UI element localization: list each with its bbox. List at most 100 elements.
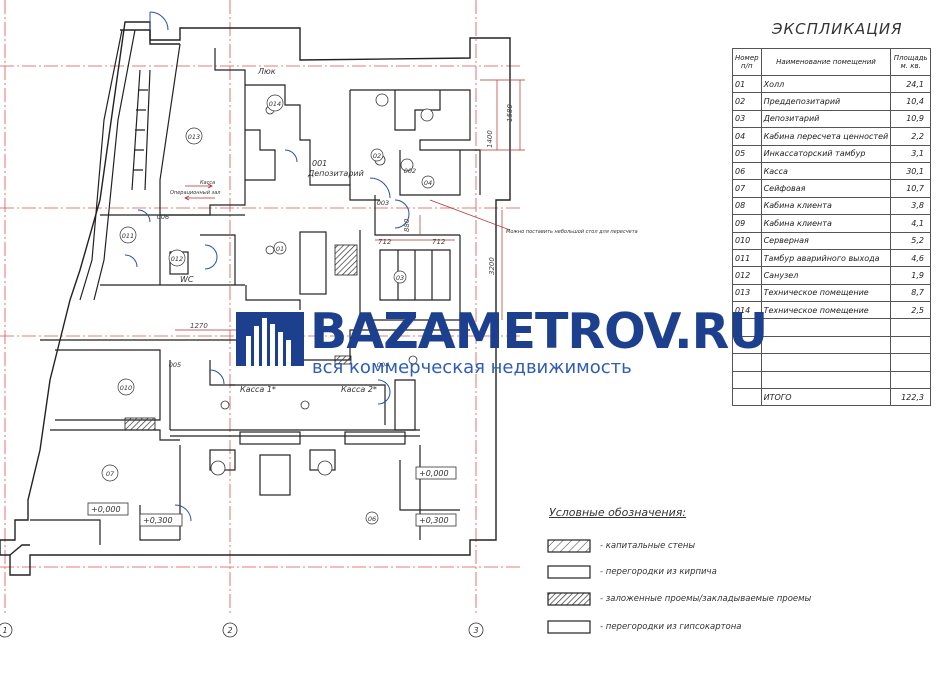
room-number-cell: 011 — [732, 248, 762, 268]
room-tag: 01 — [276, 245, 284, 253]
explication-title: ЭКСПЛИКАЦИЯ — [772, 20, 903, 38]
room-tag: 07 — [106, 470, 115, 478]
room-area-cell: 3,8 — [890, 196, 931, 216]
room-tag: 011 — [122, 232, 134, 240]
room-name-cell: Серверная — [760, 231, 892, 250]
dimension-lines — [175, 79, 525, 331]
room-area-cell: 5,2 — [890, 231, 931, 250]
arrow-label: Касса — [200, 180, 215, 186]
empty-cell — [890, 318, 931, 337]
axis-label: 3 — [473, 626, 478, 635]
room-tag: 005 — [169, 361, 181, 369]
doors — [124, 11, 410, 522]
capital-walls — [0, 21, 511, 576]
room-tag: 014 — [269, 100, 281, 108]
legend-item-label: - капитальные стены — [600, 541, 696, 551]
room-number-cell: 06 — [732, 161, 762, 181]
room-name-cell: Кабина клиента — [760, 196, 892, 216]
room-number-cell: 01 — [732, 74, 762, 94]
axis-marker-1 — [0, 622, 13, 638]
room-area-cell: 10,7 — [890, 179, 931, 198]
dimension-text: 1270 — [190, 322, 208, 330]
dimension-text: 880 — [403, 218, 411, 232]
legend-item-label: - перегородки из гипсокартона — [600, 622, 742, 632]
room-area-cell: 10,9 — [890, 109, 931, 129]
cashier-label: Касса 1* — [240, 385, 276, 394]
room-area-cell: 1,9 — [890, 266, 931, 285]
room-tag: 002 — [404, 167, 416, 175]
room-tag: 004 — [377, 361, 389, 369]
legend-swatch-filled-openings — [547, 592, 591, 606]
room-area-cell: 4,6 — [890, 248, 931, 268]
room-tag: 003 — [377, 199, 389, 207]
arrow-label: Операционный зал — [170, 190, 221, 196]
legend-swatch-capital-walls — [547, 539, 591, 553]
room-tag: 006 — [157, 213, 169, 221]
room-area-cell: 10,4 — [890, 92, 931, 111]
room-name-cell: Касса — [760, 161, 892, 181]
empty-cell — [732, 370, 762, 390]
empty-cell — [760, 318, 892, 337]
legend-swatch-brick-partitions — [547, 565, 591, 579]
empty-table-row — [732, 353, 931, 372]
room-number-cell: 07 — [732, 179, 762, 198]
room-tag: 03 — [396, 274, 404, 282]
room-name-cell: Кабина клиента — [760, 214, 892, 233]
room-name-cell: Техническое помещение — [760, 283, 892, 303]
empty-cell — [760, 370, 892, 390]
room-number-cell: 04 — [732, 127, 762, 146]
watermark-site-name: BAZAMETROV.RU — [310, 303, 768, 360]
legend-item-label: - заложенные проемы/закладываемые проемы — [600, 594, 812, 604]
room-name-cell: Преддепозитарий — [760, 92, 892, 111]
room-tag: 013 — [188, 133, 200, 141]
empty-cell — [760, 353, 892, 372]
level-mark: +0,000 — [91, 505, 121, 514]
room-area-cell: 4,1 — [890, 214, 931, 233]
empty-cell — [732, 388, 762, 407]
room-area-cell: 2,2 — [890, 127, 931, 146]
wc-label: WC — [180, 275, 194, 284]
watermark: BAZAMETROV.RU вся коммерческая недвижимо… — [236, 306, 768, 386]
room-area-cell: 30,1 — [890, 161, 931, 181]
room-area-cell: 24,1 — [890, 74, 931, 94]
room-area-cell: 3,1 — [890, 144, 931, 163]
empty-cell — [890, 335, 931, 355]
empty-table-row — [732, 370, 931, 390]
building-logo-icon — [236, 312, 304, 366]
header-number: Номер п/п — [732, 48, 762, 76]
legend-swatch-drywall-partitions — [547, 620, 591, 634]
room-number-cell: 03 — [732, 109, 762, 129]
cashier-label: Касса 2* — [341, 385, 377, 394]
empty-cell — [890, 370, 931, 390]
empty-table-row — [732, 318, 931, 337]
explication-table: Номер п/п Наименование помещений Площадь… — [732, 48, 931, 407]
room-tag: 04 — [424, 179, 432, 187]
watermark-slogan: вся коммерческая недвижимость — [312, 357, 632, 378]
axis-label: 2 — [227, 626, 232, 635]
dimension-text: 712 — [432, 238, 446, 246]
level-mark: +0,300 — [143, 516, 173, 525]
legend-title: Условные обозначения: — [549, 506, 687, 519]
room-label: Депозитарий — [307, 169, 364, 178]
level-mark: +0,300 — [419, 516, 449, 525]
room-name-cell: Сейфовая — [760, 179, 892, 198]
room-tag: 06 — [368, 515, 376, 523]
empty-cell — [890, 353, 931, 372]
level-mark: +0,000 — [419, 469, 449, 478]
room-number-cell: 02 — [732, 92, 762, 111]
total-label: ИТОГО — [760, 388, 892, 407]
room-number-cell: 09 — [732, 214, 762, 233]
